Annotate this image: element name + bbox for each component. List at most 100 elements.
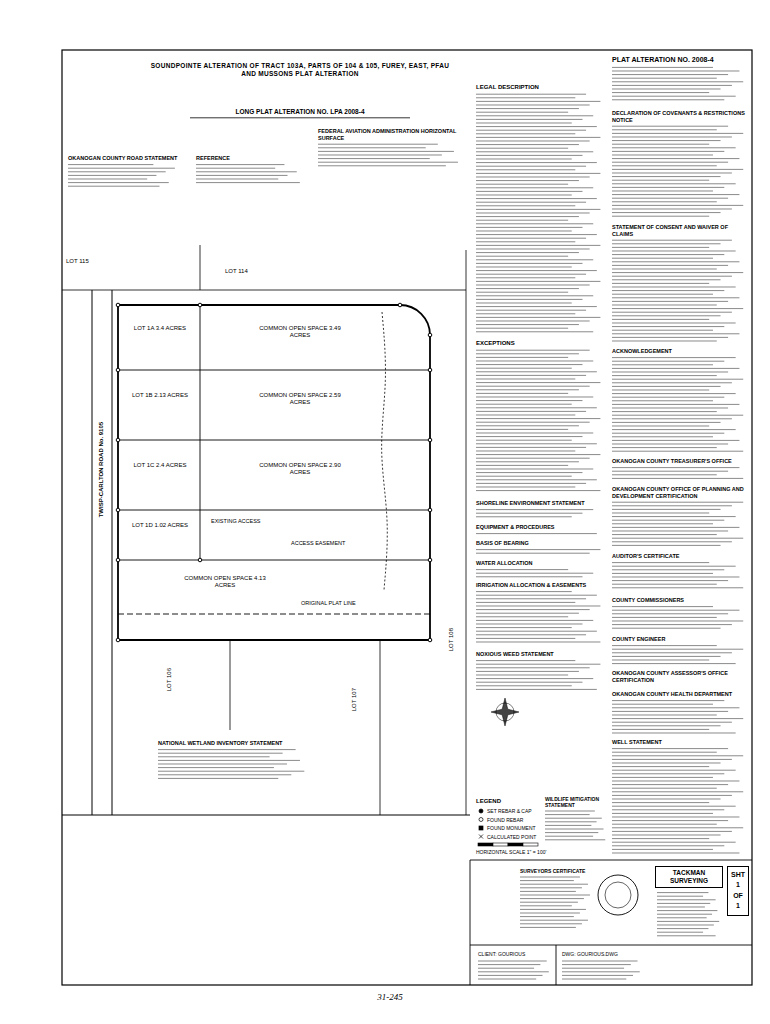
fine-print-line bbox=[520, 923, 582, 924]
fine-print-line bbox=[612, 151, 724, 152]
fine-print-line bbox=[68, 186, 160, 187]
fine-print-line bbox=[476, 357, 568, 358]
fine-print-line bbox=[476, 490, 600, 491]
fine-print-line bbox=[476, 259, 593, 260]
fine-print-line bbox=[158, 771, 304, 772]
fine-print-line bbox=[476, 386, 590, 387]
fine-print-line bbox=[478, 968, 534, 969]
fine-print-line bbox=[476, 353, 579, 354]
fine-print-line bbox=[158, 756, 270, 757]
fine-print-line bbox=[612, 279, 721, 280]
fine-print-line bbox=[476, 212, 590, 213]
fine-print-line bbox=[476, 151, 593, 152]
lot-label: LOT 114 bbox=[225, 268, 265, 275]
fine-print-line bbox=[562, 961, 638, 962]
fine-print-line bbox=[612, 530, 728, 531]
fine-print-line bbox=[612, 205, 743, 206]
fine-print-line bbox=[520, 920, 588, 921]
fine-print-line bbox=[612, 364, 713, 365]
fine-print-line bbox=[612, 755, 743, 756]
monument-symbol bbox=[428, 558, 432, 562]
fine-print-line bbox=[476, 202, 586, 203]
fine-print-line bbox=[612, 361, 724, 362]
legend-entry: SET REBAR & CAP bbox=[487, 808, 543, 814]
fine-print-line bbox=[476, 368, 572, 369]
section-heading: IRRIGATION ALLOCATION & EASEMENTS bbox=[476, 582, 604, 589]
section-heading: SHORELINE ENVIRONMENT STATEMENT bbox=[476, 500, 604, 507]
fine-print-line bbox=[612, 659, 709, 660]
fine-print-line bbox=[612, 704, 713, 705]
fine-print-line bbox=[612, 393, 736, 394]
fine-print-line bbox=[612, 379, 743, 380]
fine-print-line bbox=[476, 479, 597, 480]
fine-print-line bbox=[476, 664, 600, 665]
fine-print-line bbox=[612, 474, 717, 475]
fine-print-line bbox=[612, 297, 739, 298]
fine-print-line bbox=[657, 903, 710, 904]
fine-print-line bbox=[612, 216, 709, 217]
fine-print-line bbox=[196, 168, 275, 169]
fine-print-line bbox=[476, 310, 586, 311]
fine-print-line bbox=[612, 562, 709, 563]
fine-print-line bbox=[612, 606, 713, 607]
fine-print-line bbox=[476, 533, 597, 534]
fine-print-line bbox=[476, 292, 568, 293]
fine-print-line bbox=[612, 126, 728, 127]
fine-print-line bbox=[476, 678, 593, 679]
fine-print-line bbox=[476, 112, 568, 113]
lot-line bbox=[200, 305, 201, 560]
fine-print-line bbox=[476, 281, 600, 282]
road-name: TWISP-CARLTON ROAD No. 9105 bbox=[98, 395, 105, 545]
fine-print-line bbox=[612, 201, 717, 202]
fine-print-line bbox=[520, 880, 574, 881]
fine-print-line bbox=[476, 418, 600, 419]
fine-print-line bbox=[476, 245, 600, 246]
legend-entry: FOUND MONUMENT bbox=[487, 825, 543, 831]
fine-print-line bbox=[612, 809, 724, 810]
fine-print-line bbox=[612, 319, 709, 320]
fine-print-line bbox=[612, 340, 717, 341]
fine-print-line bbox=[476, 465, 568, 466]
fine-print-line bbox=[520, 884, 588, 885]
monument-symbol bbox=[428, 638, 432, 642]
fine-print-line bbox=[476, 176, 590, 177]
fine-print-line bbox=[657, 906, 705, 907]
fine-print-line bbox=[545, 836, 593, 837]
fine-print-line bbox=[478, 971, 549, 972]
fine-print-line bbox=[318, 151, 454, 152]
fine-print-line bbox=[612, 610, 739, 611]
fine-print-line bbox=[612, 845, 724, 846]
fine-print-line bbox=[612, 538, 743, 539]
fine-print-line bbox=[158, 767, 274, 768]
fine-print-line bbox=[476, 313, 575, 314]
section-heading: WATER ALLOCATION bbox=[476, 560, 604, 567]
legend-heading: LEGEND bbox=[476, 798, 536, 805]
fine-print-line bbox=[612, 798, 721, 799]
record-number: 31-245 bbox=[355, 992, 425, 1003]
fine-print-line bbox=[612, 208, 732, 209]
fine-print-line bbox=[476, 404, 572, 405]
fine-print-line bbox=[612, 784, 728, 785]
fine-print-line bbox=[476, 166, 586, 167]
fine-print-line bbox=[612, 838, 709, 839]
fine-print-line bbox=[476, 429, 568, 430]
fine-print-line bbox=[476, 602, 575, 603]
fine-print-line bbox=[520, 913, 580, 914]
fine-print-line bbox=[476, 667, 590, 668]
fine-print-line bbox=[476, 97, 575, 98]
section-heading: OKANOGAN COUNTY TREASURER'S OFFICE bbox=[612, 458, 747, 465]
fine-print-line bbox=[657, 899, 716, 900]
fine-print-line bbox=[520, 902, 578, 903]
monument-symbol bbox=[398, 303, 402, 307]
fine-print-line bbox=[612, 315, 721, 316]
fine-print-line bbox=[476, 598, 586, 599]
plat-line-label: ORIGINAL PLAT LINE bbox=[300, 600, 380, 607]
fine-print-line bbox=[657, 928, 708, 929]
fine-print-line bbox=[612, 707, 739, 708]
title-block-line bbox=[470, 945, 752, 946]
legend-symbol bbox=[479, 835, 483, 839]
fine-print-line bbox=[612, 700, 724, 701]
monument-symbol bbox=[428, 333, 432, 337]
fine-print-line bbox=[545, 839, 605, 840]
fine-print-line bbox=[612, 732, 736, 733]
